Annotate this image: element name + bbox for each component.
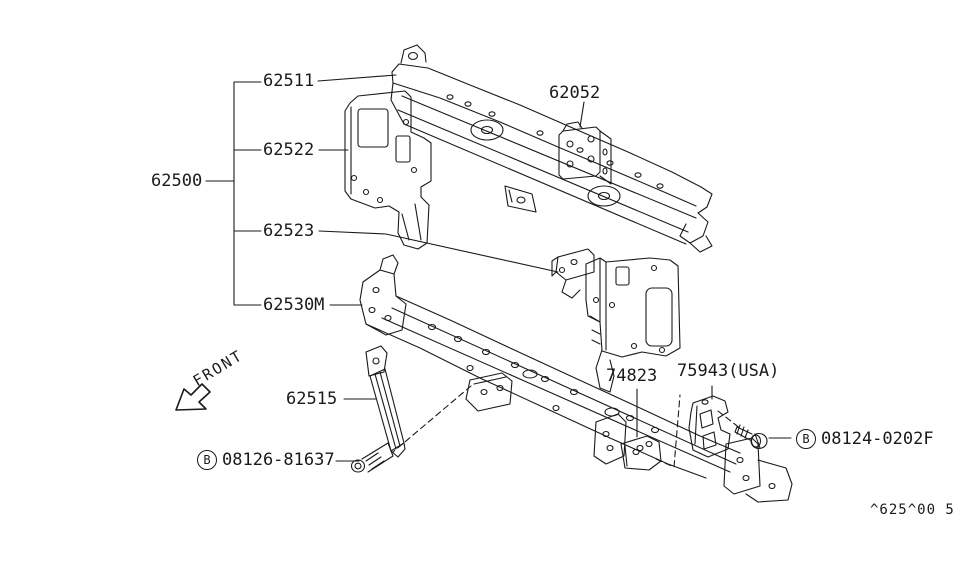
part-label-62523[interactable]: 62523: [263, 221, 315, 241]
part-label-62500[interactable]: 62500: [151, 171, 203, 191]
part-label-62511[interactable]: 62511: [263, 71, 315, 91]
part-label-62052[interactable]: 62052: [549, 83, 601, 103]
fastener-label-08124-0202F[interactable]: B 08124-0202F: [796, 429, 934, 449]
assembly-dashed-lines: [392, 385, 742, 468]
fastener-number: 08124-0202F: [821, 429, 934, 449]
part-label-74823[interactable]: 74823: [606, 366, 658, 386]
circled-b-icon: B: [197, 450, 217, 470]
part-label-62522[interactable]: 62522: [263, 140, 315, 160]
stay-62515-drawing: [365, 345, 406, 458]
bracket-62052-drawing: [558, 121, 612, 185]
bolt-08126-drawing: [350, 442, 394, 473]
screw-08124-drawing: [734, 424, 768, 450]
part-label-75943[interactable]: 75943(USA): [677, 361, 780, 381]
fastener-label-08126-81637[interactable]: B 08126-81637: [197, 450, 335, 470]
lower-crossmember-62530M-drawing: [359, 254, 793, 503]
part-label-62515[interactable]: 62515: [286, 389, 338, 409]
drawing-code: ^625^00 5: [870, 502, 955, 518]
bracket-74823-drawing: [620, 435, 662, 471]
front-direction-arrow-icon: [175, 383, 211, 411]
side-support-62523-drawing: [551, 248, 681, 465]
leader-lines: [205, 74, 792, 462]
fastener-number: 08126-81637: [222, 450, 335, 470]
upper-crossmember-62511-drawing: [390, 44, 713, 253]
circled-b-icon: B: [796, 429, 816, 449]
hook-75943-drawing: [688, 395, 731, 458]
side-support-62522-drawing: [344, 90, 432, 250]
part-label-62530M[interactable]: 62530M: [263, 295, 325, 315]
